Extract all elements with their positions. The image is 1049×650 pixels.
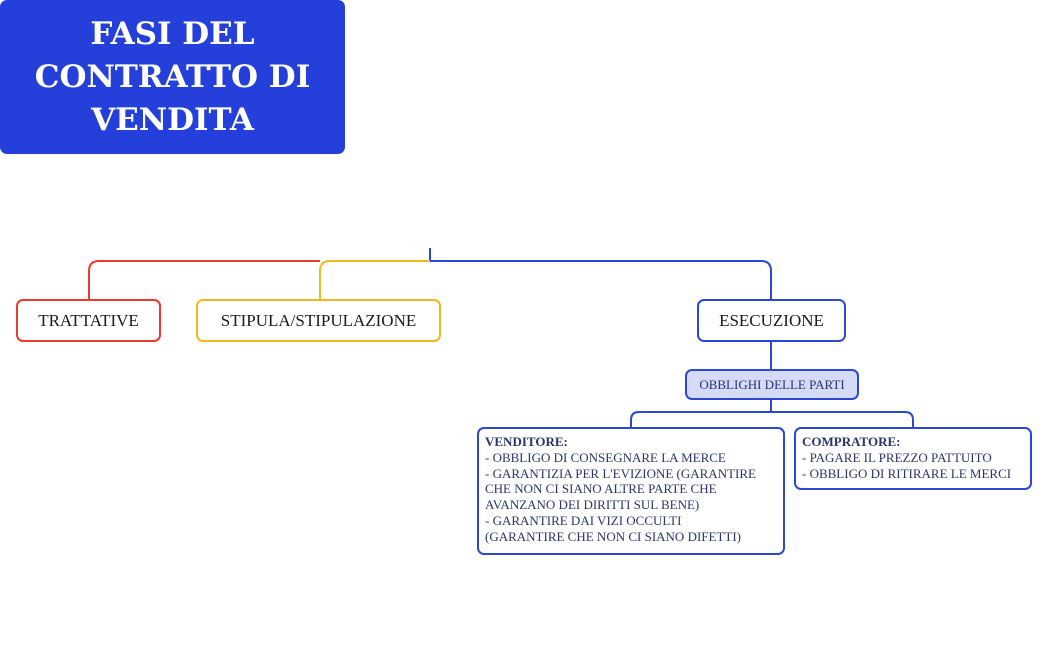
root-title-line-3: VENDITA	[91, 101, 254, 138]
branch-node-esecuzione[interactable]: ESECUZIONE	[697, 299, 846, 342]
leaf-node-venditore[interactable]: VENDITORE: - OBBLIGO DI CONSEGNARE LA ME…	[477, 427, 785, 555]
subnode-obblighi-delle-parti[interactable]: OBBLIGHI DELLE PARTI	[685, 369, 859, 400]
leaf-line: (GARANTIRE CHE NON CI SIANO DIFETTI)	[485, 528, 742, 544]
leaf-title-compratore: COMPRATORE:	[802, 434, 901, 449]
branch-label: STIPULA/STIPULAZIONE	[220, 310, 417, 330]
root-node-fasi-contratto[interactable]: FASI DEL CONTRATTO DI VENDITA	[0, 0, 345, 154]
leaf-line: - PAGARE IL PREZZO PATTUITO	[802, 449, 992, 465]
leaf-line: CHE NON CI SIANO ALTRE PARTE CHE	[485, 481, 717, 497]
subnode-label: OBBLIGHI DELLE PARTI	[699, 376, 845, 392]
branch-node-trattative[interactable]: TRATTATIVE	[16, 299, 161, 342]
leaf-line: - OBBLIGO DI CONSEGNARE LA MERCE	[485, 449, 726, 465]
branch-label: ESECUZIONE	[719, 310, 824, 330]
leaf-line: AVANZANO DEI DIRITTI SUL BENE)	[485, 497, 700, 513]
leaf-line: - OBBLIGO DI RITIRARE LE MERCI	[802, 465, 1012, 481]
leaf-line: - GARANTIZIA PER L'EVIZIONE (GARANTIRE	[485, 465, 756, 481]
branch-node-stipula[interactable]: STIPULA/STIPULAZIONE	[196, 299, 441, 342]
leaf-node-compratore[interactable]: COMPRATORE: - PAGARE IL PREZZO PATTUITO …	[794, 427, 1032, 490]
root-title-line-2: CONTRATTO DI	[34, 58, 311, 95]
leaf-line: - GARANTIRE DAI VIZI OCCULTI	[485, 512, 682, 528]
root-title-line-1: FASI DEL	[90, 15, 255, 52]
branch-label: TRATTATIVE	[38, 310, 139, 330]
leaf-title-venditore: VENDITORE:	[485, 434, 568, 449]
